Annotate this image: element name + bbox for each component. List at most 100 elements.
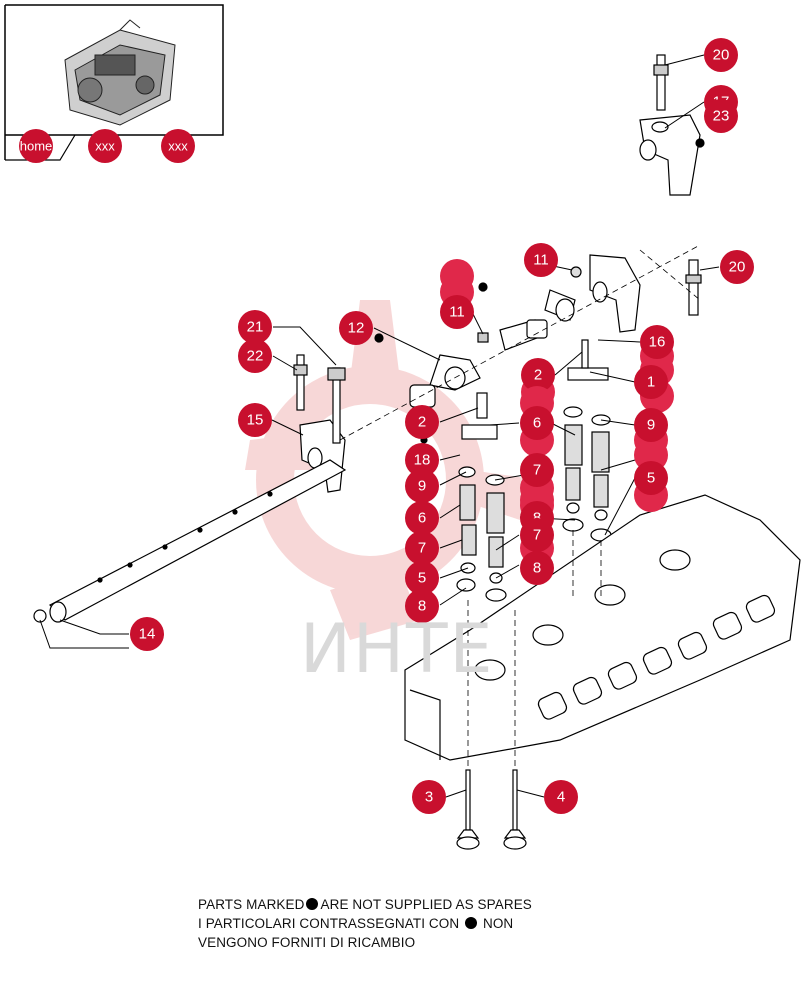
callout-circle [634,365,668,399]
part-callout-c15[interactable]: 15 [238,403,272,437]
callout-circle [720,250,754,284]
valve-spring-stack-left [456,424,498,592]
part-callout-c7a[interactable]: 7 [520,453,554,487]
stud-right [685,259,702,316]
part-callout-c5a[interactable]: 5 [634,461,668,495]
callout-number: 12 [348,320,365,337]
bolt-left-22 [293,354,308,411]
part-callout-c3[interactable]: 3 [412,780,446,814]
part-callout-c7c[interactable]: 7 [405,531,439,565]
callout-number: 14 [139,626,156,643]
part-callout-c16[interactable]: 16 [640,325,674,359]
valve-spring-stack-right-2 [590,414,612,542]
callout-number: 11 [449,304,465,321]
valve-intake [456,769,480,850]
callout-circle [520,453,554,487]
home-button[interactable]: home [19,129,53,163]
part-callout-c2b[interactable]: 2 [405,405,439,439]
part-callout-c7b[interactable]: 7 [520,518,554,552]
part-callout-c11a[interactable]: 11 [524,243,558,277]
callout-circle [405,501,439,535]
part-callout-c8b[interactable]: 8 [520,551,554,585]
callout-circle [640,325,674,359]
callout-number: 9 [418,478,426,495]
bracket-top-right [639,114,705,196]
nav-button-3[interactable]: xxx [161,129,195,163]
thumbnail-panel [4,4,224,161]
engine-thumbnail-image [64,19,176,126]
callout-circle [544,780,578,814]
valve-spring-stack-right-1 [562,406,584,532]
callout-circle [440,295,474,329]
nav-button-2[interactable]: xxx [88,129,122,163]
callout-circle [405,589,439,623]
legend-line-2: I PARTICOLARI CONTRASSEGNATI CON NON [198,914,532,933]
legend-line-1-pre: PARTS MARKED [198,897,305,912]
callout-circle [238,339,272,373]
callout-number: 18 [414,452,431,469]
part-callout-c23[interactable]: 23 [704,99,738,133]
part-callout-c18[interactable]: 18 [405,443,439,477]
part-callout-c5b[interactable]: 5 [405,561,439,595]
callout-number: 11 [533,252,549,269]
home-label: home [20,139,53,154]
callout-circle [634,461,668,495]
part-callout-c21[interactable]: 21 [238,310,272,344]
not-supplied-marker [374,333,384,343]
callout-circle [238,310,272,344]
callout-number: 9 [647,417,655,434]
valve-bridge-right [567,339,609,381]
rocker-bracket-right [570,254,641,333]
not-supplied-dot-icon [465,917,478,929]
part-callout-c9b[interactable]: 9 [405,469,439,503]
callout-circle [405,531,439,565]
part-callout-c8c[interactable]: 8 [405,589,439,623]
callout-circle [130,617,164,651]
callout-number: 5 [647,470,655,487]
rocker-arm-left [409,354,488,419]
part-callout-c11b[interactable]: 11 [440,295,474,329]
part-callout-c6a[interactable]: 6 [520,406,554,440]
cylinder-head [404,494,801,761]
part-callout-c22[interactable]: 22 [238,339,272,373]
legend-line-2-pre: I PARTICOLARI CONTRASSEGNATI CON [198,916,460,931]
rocker-shaft [33,459,347,623]
valve-spring-stack-mid [485,474,507,602]
part-callout-c14[interactable]: 14 [130,617,164,651]
callout-number: 7 [533,462,541,479]
callout-circle [704,38,738,72]
callout-circle [634,408,668,442]
not-supplied-marker [478,282,488,292]
callout-number: 6 [533,415,541,432]
rocker-arm-right [499,289,576,351]
part-callout-c20b[interactable]: 20 [720,250,754,284]
callout-number: 15 [247,412,264,429]
callout-circle [524,243,558,277]
part-callout-c6b[interactable]: 6 [405,501,439,535]
callout-number: 16 [649,334,666,351]
part-callout-c20a[interactable]: 20 [704,38,738,72]
part-callout-c1[interactable]: 1 [634,365,668,399]
nav-2-label: xxx [95,139,115,154]
callout-circle [238,403,272,437]
callout-number: 20 [713,47,730,64]
callout-number: 2 [534,367,542,384]
part-callout-c4[interactable]: 4 [544,780,578,814]
part-callout-c2a[interactable]: 2 [521,358,555,392]
callout-number: 7 [418,540,426,557]
callout-number: 2 [418,414,426,431]
bolt-left-21 [327,367,346,444]
part-callout-c9a[interactable]: 9 [634,408,668,442]
valve-exhaust [503,769,527,850]
callout-layer: 2017232011111221221514161226975878189675… [130,38,754,814]
legend-line-2-post: NON [482,916,514,931]
callout-circle [520,551,554,585]
part-callout-c12[interactable]: 12 [339,311,373,345]
callout-number: 5 [418,570,426,587]
callout-number: 8 [533,560,541,577]
callout-circle [704,99,738,133]
stud-top-right [653,54,669,111]
callout-number: 7 [533,527,541,544]
